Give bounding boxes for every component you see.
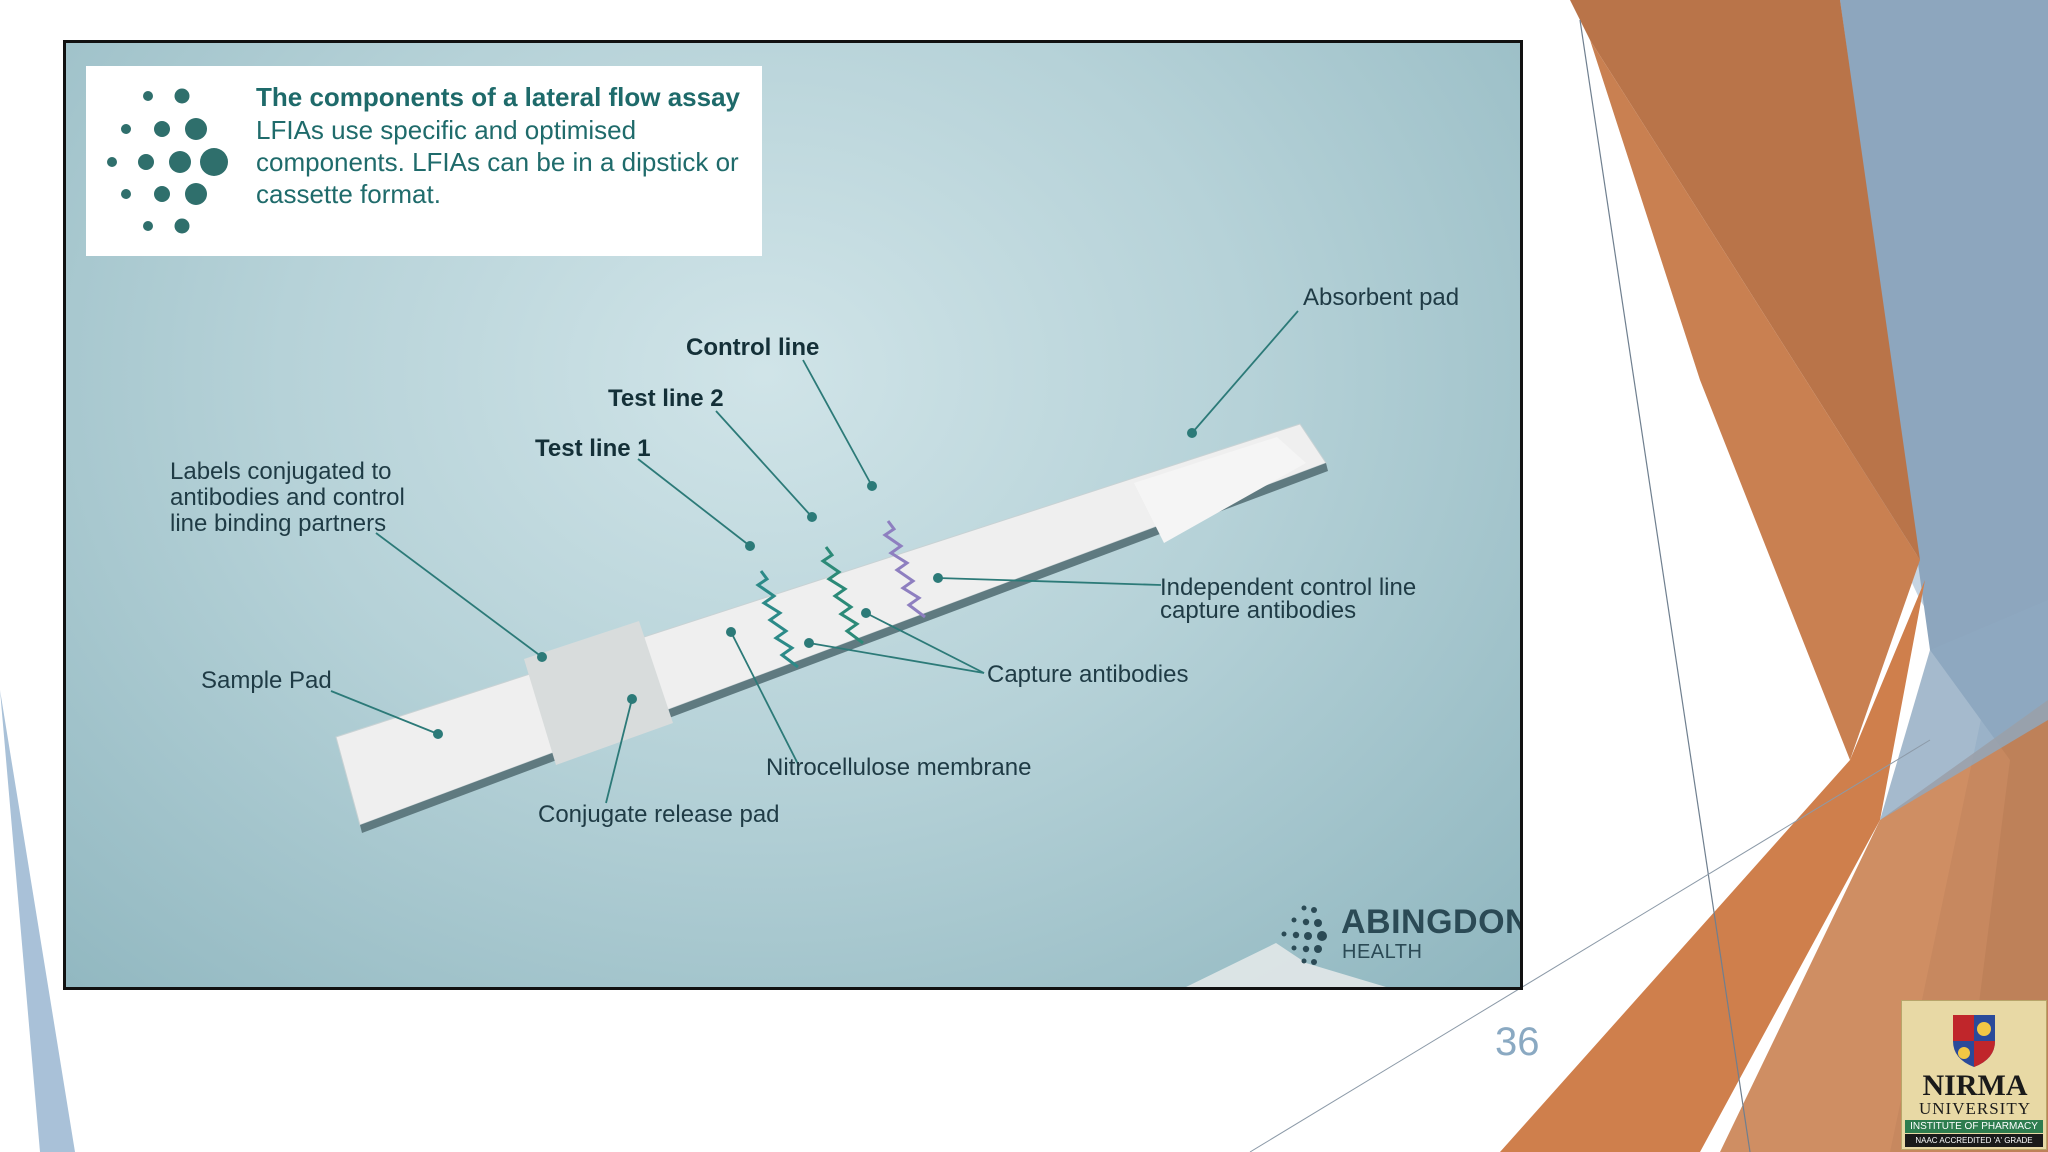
label-nitrocellulose-membrane: Nitrocellulose membrane — [766, 754, 1031, 781]
label-test-line-1: Test line 1 — [535, 435, 651, 462]
label-independent-control-line-1: Independent control line — [1160, 574, 1416, 601]
label-control-line: Control line — [686, 334, 819, 361]
leader-lines — [330, 310, 1299, 804]
test-line-2-mark — [820, 546, 864, 645]
label-labels-conjugated-line-3: line binding partners — [170, 510, 386, 537]
info-title: The components of a lateral flow assay — [256, 82, 741, 112]
brand-sub: HEALTH — [1342, 941, 1423, 963]
video-frame-panel: Absorbent pad Control line Test line 2 T… — [63, 40, 1523, 990]
reflection-shape — [1186, 943, 1386, 987]
brand-name: ABINGDON — [1341, 903, 1523, 941]
label-sample-pad: Sample Pad — [201, 667, 332, 694]
logo-name: NIRMA — [1922, 1069, 2028, 1102]
logo-accreditation: NAAC ACCREDITED 'A' GRADE — [1905, 1134, 2043, 1147]
absorbent-pad-region — [1134, 437, 1306, 543]
control-line-mark — [882, 520, 926, 619]
test-strip — [335, 423, 1328, 833]
label-conjugate-release-pad: Conjugate release pad — [538, 801, 780, 828]
abingdon-dots-icon — [1281, 905, 1327, 965]
info-body: LFIAs use specific and optimised compone… — [256, 115, 739, 209]
test-line-1-mark — [755, 570, 799, 669]
logo-sub: UNIVERSITY — [1919, 1099, 2031, 1118]
slide-page-number: 36 — [1495, 1020, 1540, 1064]
label-capture-antibodies: Capture antibodies — [987, 661, 1188, 688]
lateral-flow-diagram: Absorbent pad Control line Test line 2 T… — [170, 284, 1459, 987]
university-crest-icon — [1953, 1015, 1995, 1067]
label-test-line-2: Test line 2 — [608, 385, 724, 412]
label-labels-conjugated-line-2: antibodies and control — [170, 484, 405, 511]
nirma-university-logo: NIRMA UNIVERSITY INSTITUTE OF PHARMACY N… — [1901, 1000, 2047, 1150]
label-labels-conjugated-line-1: Labels conjugated to — [170, 458, 392, 485]
label-absorbent-pad: Absorbent pad — [1303, 284, 1459, 311]
conjugate-pad-region — [524, 621, 673, 765]
info-box: The components of a lateral flow assay L… — [86, 66, 762, 256]
label-independent-control-line-2: capture antibodies — [1160, 597, 1356, 624]
dots-logo-icon — [107, 88, 228, 234]
leader-dots — [433, 428, 1197, 739]
logo-institute: INSTITUTE OF PHARMACY — [1905, 1120, 2043, 1133]
